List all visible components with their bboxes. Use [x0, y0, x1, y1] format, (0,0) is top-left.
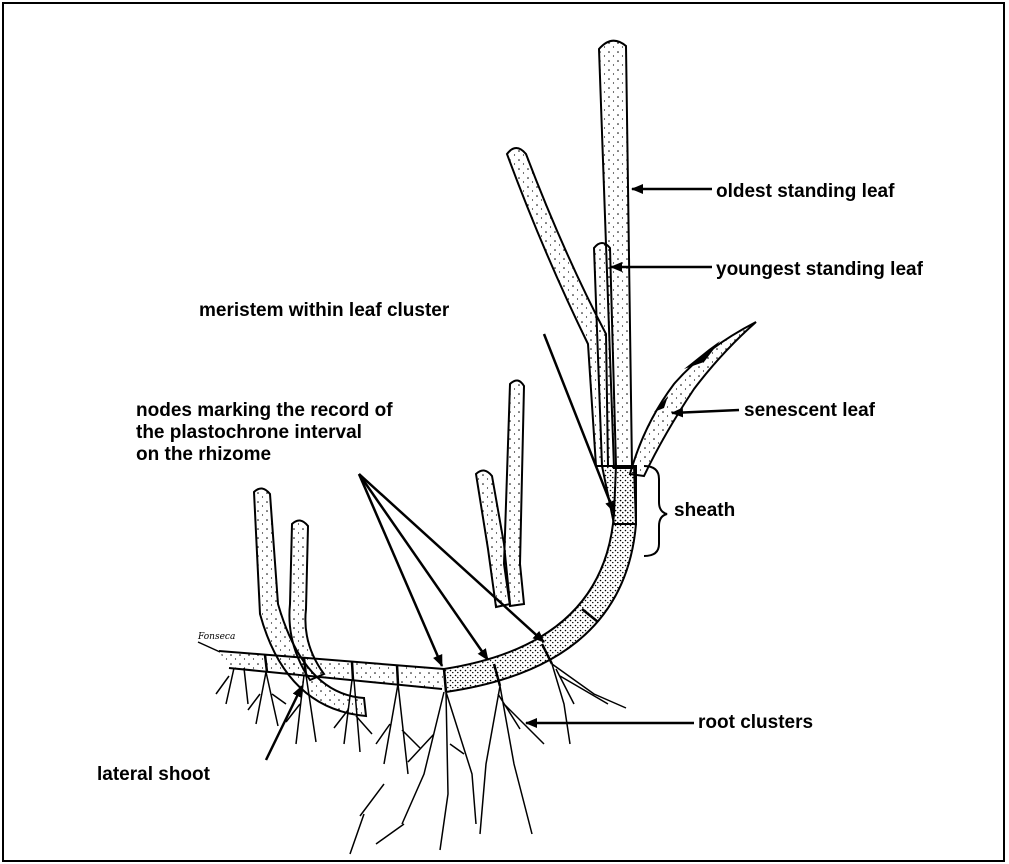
- roots: [216, 664, 626, 854]
- label-nodes-line-3: on the rhizome: [136, 444, 516, 466]
- label-nodes-line-2: the plastochrone interval: [136, 422, 516, 444]
- label-lateral-shoot: lateral shoot: [97, 764, 210, 786]
- label-nodes-line-1: nodes marking the record of: [136, 400, 516, 422]
- label-meristem: meristem within leaf cluster: [199, 300, 449, 322]
- label-root-clusters: root clusters: [698, 712, 813, 734]
- label-senescent-leaf: senescent leaf: [744, 400, 875, 422]
- main-shoot: [507, 41, 756, 524]
- label-oldest-standing-leaf: oldest standing leaf: [716, 181, 894, 203]
- label-nodes: nodes marking the record of the plastoch…: [136, 400, 516, 466]
- label-sheath: sheath: [674, 500, 735, 522]
- sheath-brace: [644, 466, 667, 556]
- lateral-shoot: [254, 488, 366, 716]
- label-youngest-standing-leaf: youngest standing leaf: [716, 259, 923, 281]
- artist-signature: Fonseca: [198, 632, 235, 642]
